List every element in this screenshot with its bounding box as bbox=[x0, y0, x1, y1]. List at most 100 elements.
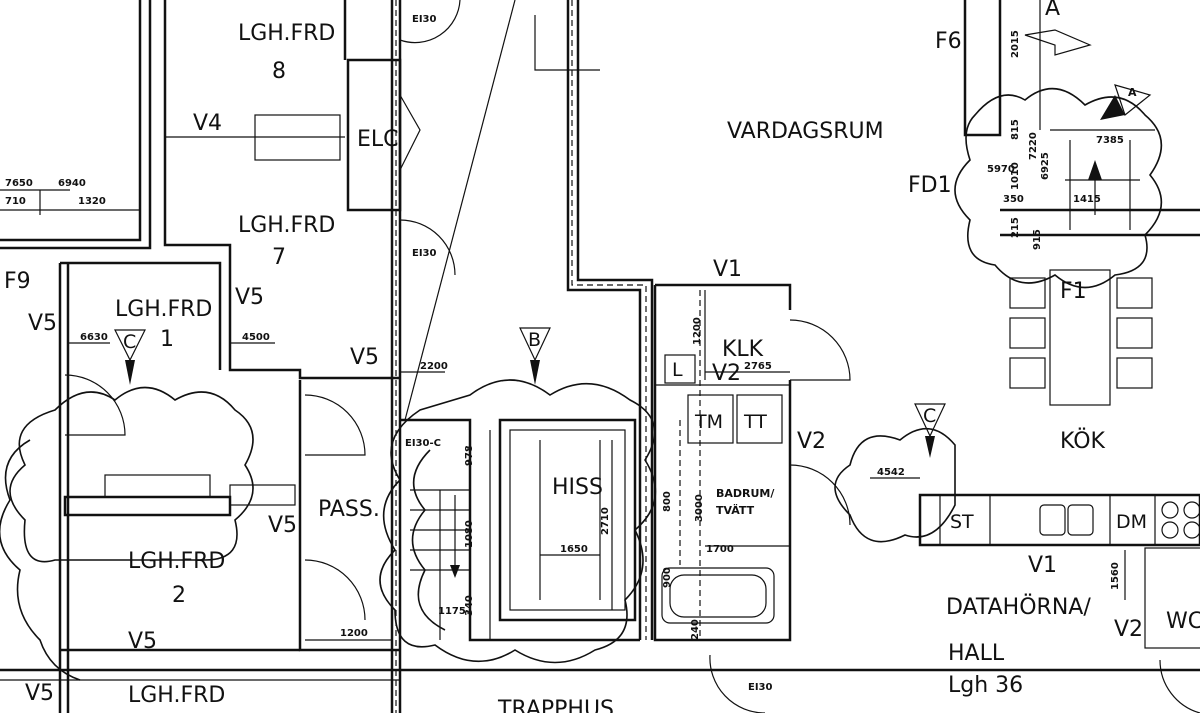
tag-f1: F1 bbox=[1060, 279, 1087, 304]
section-markers: C B C A A bbox=[114, 0, 1152, 458]
svg-text:A: A bbox=[1045, 0, 1060, 21]
tag-v5-a: V5 bbox=[28, 311, 57, 336]
tag-v5-f: V5 bbox=[25, 681, 54, 706]
room-number-lgh8: 8 bbox=[272, 59, 286, 84]
room-label-vardagsrum: VARDAGSRUM bbox=[727, 119, 884, 144]
dimension-label: 1415 bbox=[1073, 194, 1101, 205]
dimension-label: 215 bbox=[1010, 217, 1021, 238]
room-labels: LGH.FRD 8 LGH.FRD 7 LGH.FRD 1 LGH.FRD 2 … bbox=[115, 21, 1200, 713]
dashed-lines bbox=[395, 0, 701, 713]
tag-v1-b: V1 bbox=[1028, 553, 1057, 578]
svg-text:C: C bbox=[923, 405, 936, 427]
dimension-label: 1010 bbox=[1010, 162, 1021, 190]
dimension-label: 2015 bbox=[1010, 30, 1021, 58]
tag-v2-b: V2 bbox=[797, 429, 826, 454]
dimension-label: 800 bbox=[662, 491, 673, 512]
room-label-elc: ELC bbox=[357, 127, 399, 152]
tag-v2-a: V2 bbox=[712, 361, 741, 386]
room-label-lgh2: LGH.FRD bbox=[128, 549, 225, 574]
svg-text:A: A bbox=[1128, 86, 1137, 99]
room-label-tvatt: TVÄTT bbox=[716, 503, 755, 517]
section-marker-c-right: C bbox=[914, 403, 946, 458]
tag-ei30-b: EI30 bbox=[412, 248, 437, 259]
dimension-label: 7650 bbox=[5, 178, 33, 189]
dimension-label: 2765 bbox=[744, 361, 772, 372]
dimension-lines bbox=[0, 189, 1126, 641]
tag-v2-c: V2 bbox=[1114, 617, 1143, 642]
room-label-lgh7: LGH.FRD bbox=[238, 213, 335, 238]
dimension-label: 6630 bbox=[80, 332, 108, 343]
tag-f6: F6 bbox=[935, 29, 962, 54]
dimension-label: 1320 bbox=[78, 196, 106, 207]
section-marker-b: B bbox=[519, 327, 551, 385]
section-marker-a-right: A bbox=[1100, 84, 1152, 120]
dimension-label: 7220 bbox=[1028, 132, 1039, 160]
room-number-lgh1: 1 bbox=[160, 327, 174, 352]
room-label-badrum: BADRUM/ bbox=[716, 487, 775, 500]
dimension-label: 815 bbox=[1010, 119, 1021, 140]
dimension-label: 240 bbox=[690, 619, 701, 640]
tag-ei30-d: EI30 bbox=[748, 682, 773, 693]
dimension-label: 1080 bbox=[464, 520, 475, 548]
dimension-label: 1200 bbox=[692, 317, 703, 345]
tag-v5-c: V5 bbox=[350, 345, 379, 370]
room-label-wc: WC bbox=[1166, 609, 1200, 634]
room-label-lgh36: Lgh 36 bbox=[948, 673, 1023, 698]
dimension-label: 710 bbox=[5, 196, 26, 207]
room-label-hiss: HISS bbox=[552, 475, 603, 500]
tag-v5-b: V5 bbox=[235, 285, 264, 310]
svg-text:B: B bbox=[528, 329, 541, 351]
tag-fd1: FD1 bbox=[908, 173, 952, 198]
svg-text:C: C bbox=[123, 331, 136, 353]
tag-v5-e: V5 bbox=[128, 629, 157, 654]
dimension-label: 2710 bbox=[600, 507, 611, 535]
tag-f9: F9 bbox=[4, 269, 31, 294]
room-label-l-closet: L bbox=[672, 359, 683, 381]
section-marker-c-left: C bbox=[114, 329, 146, 385]
room-label-hall: HALL bbox=[948, 641, 1005, 666]
dimension-label: 4542 bbox=[877, 467, 905, 478]
dimension-label: 1560 bbox=[1110, 562, 1121, 590]
room-label-klk: KLK bbox=[722, 337, 764, 362]
tag-v5-d: V5 bbox=[268, 513, 297, 538]
dimension-label: 1650 bbox=[560, 544, 588, 555]
dimension-label: 915 bbox=[1032, 229, 1043, 250]
dimension-label: 5970 bbox=[987, 164, 1015, 175]
room-label-trapphus: TRAPPHUS bbox=[497, 697, 614, 713]
room-label-st: ST bbox=[950, 511, 974, 533]
stair-arrows bbox=[450, 160, 1102, 578]
dimension-label: 978 bbox=[464, 445, 475, 466]
room-label-dm: DM bbox=[1116, 511, 1147, 533]
dimension-label: 6925 bbox=[1040, 152, 1051, 180]
room-number-lgh7: 7 bbox=[272, 245, 286, 270]
dimension-label: 2200 bbox=[420, 361, 448, 372]
dimension-label: 350 bbox=[1003, 194, 1024, 205]
dimension-label: 3000 bbox=[694, 494, 705, 522]
room-label-datahorna: DATAHÖRNA/ bbox=[946, 594, 1091, 620]
dimension-label: 6940 bbox=[58, 178, 86, 189]
room-label-kok: KÖK bbox=[1060, 428, 1106, 454]
room-label-lgh1: LGH.FRD bbox=[115, 297, 212, 322]
dimension-label: 1175 bbox=[438, 606, 466, 617]
dimension-label: 340 bbox=[464, 595, 475, 616]
tag-v1-a: V1 bbox=[713, 257, 742, 282]
revision-clouds bbox=[0, 87, 1163, 681]
dimension-label: 1200 bbox=[340, 628, 368, 639]
dimension-label: 1700 bbox=[706, 544, 734, 555]
tag-v4: V4 bbox=[193, 111, 222, 136]
element-tags: V4 V5 V5 V5 V5 V5 V5 V1 V1 V2 V2 V2 F9 F… bbox=[4, 14, 1143, 706]
room-label-pass: PASS. bbox=[318, 497, 380, 522]
tag-ei30-c: EI30-C bbox=[405, 438, 441, 449]
room-label-lgh8: LGH.FRD bbox=[238, 21, 335, 46]
room-number-lgh2: 2 bbox=[172, 583, 186, 608]
room-label-tm: TM bbox=[694, 411, 723, 433]
room-label-tt: TT bbox=[743, 411, 767, 433]
section-marker-a-top: A bbox=[1024, 0, 1092, 56]
dimension-labels: 7650 6940 710 1320 6630 4500 2200 1200 2… bbox=[5, 30, 1124, 640]
dimension-label: 900 bbox=[662, 567, 673, 588]
dimension-label: 7385 bbox=[1096, 135, 1124, 146]
room-label-lgh-bottom: LGH.FRD bbox=[128, 683, 225, 708]
dimension-label: 4500 bbox=[242, 332, 270, 343]
